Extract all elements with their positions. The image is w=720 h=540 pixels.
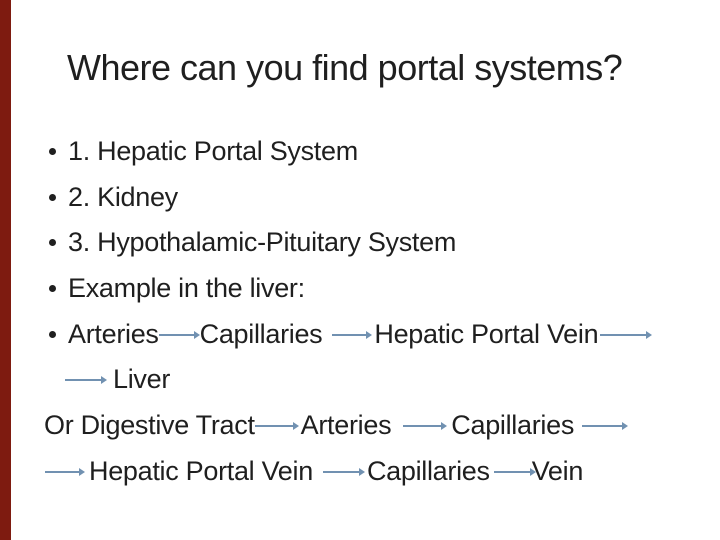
- bullet-item: 1. Hepatic Portal System: [0, 129, 720, 175]
- bullet-text: 3. Hypothalamic-Pituitary System: [68, 227, 457, 258]
- bullet-box: [49, 266, 68, 312]
- bullet-icon: [49, 330, 56, 338]
- flow-text: Vein: [531, 455, 584, 486]
- flow-text: Hepatic Portal Vein: [89, 455, 313, 486]
- flow-text: Capillaries: [451, 410, 575, 441]
- bullet-icon: [49, 193, 56, 201]
- flow-segments: Or Digestive Tract Arteries Capillaries: [44, 410, 629, 441]
- bullet-text: Example in the liver:: [68, 273, 305, 304]
- bullet-box: [49, 129, 68, 175]
- flow-text: Hepatic Portal Vein: [374, 318, 599, 349]
- left-accent-bar: [0, 0, 11, 540]
- slide-title: Where can you find portal systems?: [67, 47, 623, 88]
- flow-segments: Hepatic Portal Vein Capillaries Vein: [45, 456, 583, 486]
- flow-line-liver: Liver: [0, 357, 720, 403]
- flow-text: Capillaries: [199, 318, 323, 349]
- flow-text: Or Digestive Tract: [44, 410, 255, 441]
- bullet-box: [49, 175, 68, 221]
- flow-line-digestive-tract: Or Digestive Tract Arteries Capillaries: [0, 403, 720, 449]
- bullet-item: 2. Kidney: [0, 175, 720, 221]
- flow-text: Capillaries: [366, 455, 490, 486]
- bullet-item: 3. Hypothalamic-Pituitary System: [0, 220, 720, 266]
- bullet-box: [49, 312, 68, 358]
- flow-segments: Liver: [65, 364, 170, 394]
- bullet-icon: [49, 147, 56, 155]
- bullet-text: 1. Hepatic Portal System: [68, 136, 358, 166]
- flow-arrow-icon: [322, 467, 365, 476]
- bullet-box: [49, 220, 68, 266]
- flow-arrow-icon: [254, 422, 299, 430]
- flow-arrow-icon: [403, 422, 448, 430]
- flow-line-arteries: Arteries Capillaries Hepatic Portal Vein: [0, 312, 720, 358]
- slide-body: 1. Hepatic Portal System 2. Kidney 3. Hy…: [0, 129, 720, 495]
- flow-text: Arteries: [68, 318, 159, 349]
- flow-segments: Arteries Capillaries Hepatic Portal Vein: [68, 318, 653, 349]
- flow-arrow-icon: [45, 467, 85, 476]
- flow-arrow-icon: [493, 467, 536, 476]
- flow-arrow-icon: [65, 376, 107, 385]
- flow-arrow-icon: [158, 330, 200, 339]
- flow-text: Arteries: [300, 410, 392, 441]
- flow-arrow-icon: [582, 422, 629, 430]
- bullet-icon: [49, 284, 56, 292]
- flow-line-hepatic-portal-vein: Hepatic Portal Vein Capillaries Vein: [0, 449, 720, 495]
- bullet-text: 2. Kidney: [68, 181, 178, 212]
- bullet-item: Example in the liver:: [0, 266, 720, 312]
- flow-arrow-icon: [332, 330, 373, 339]
- bullet-icon: [49, 239, 56, 247]
- flow-text: Liver: [113, 364, 171, 395]
- flow-arrow-icon: [600, 330, 653, 339]
